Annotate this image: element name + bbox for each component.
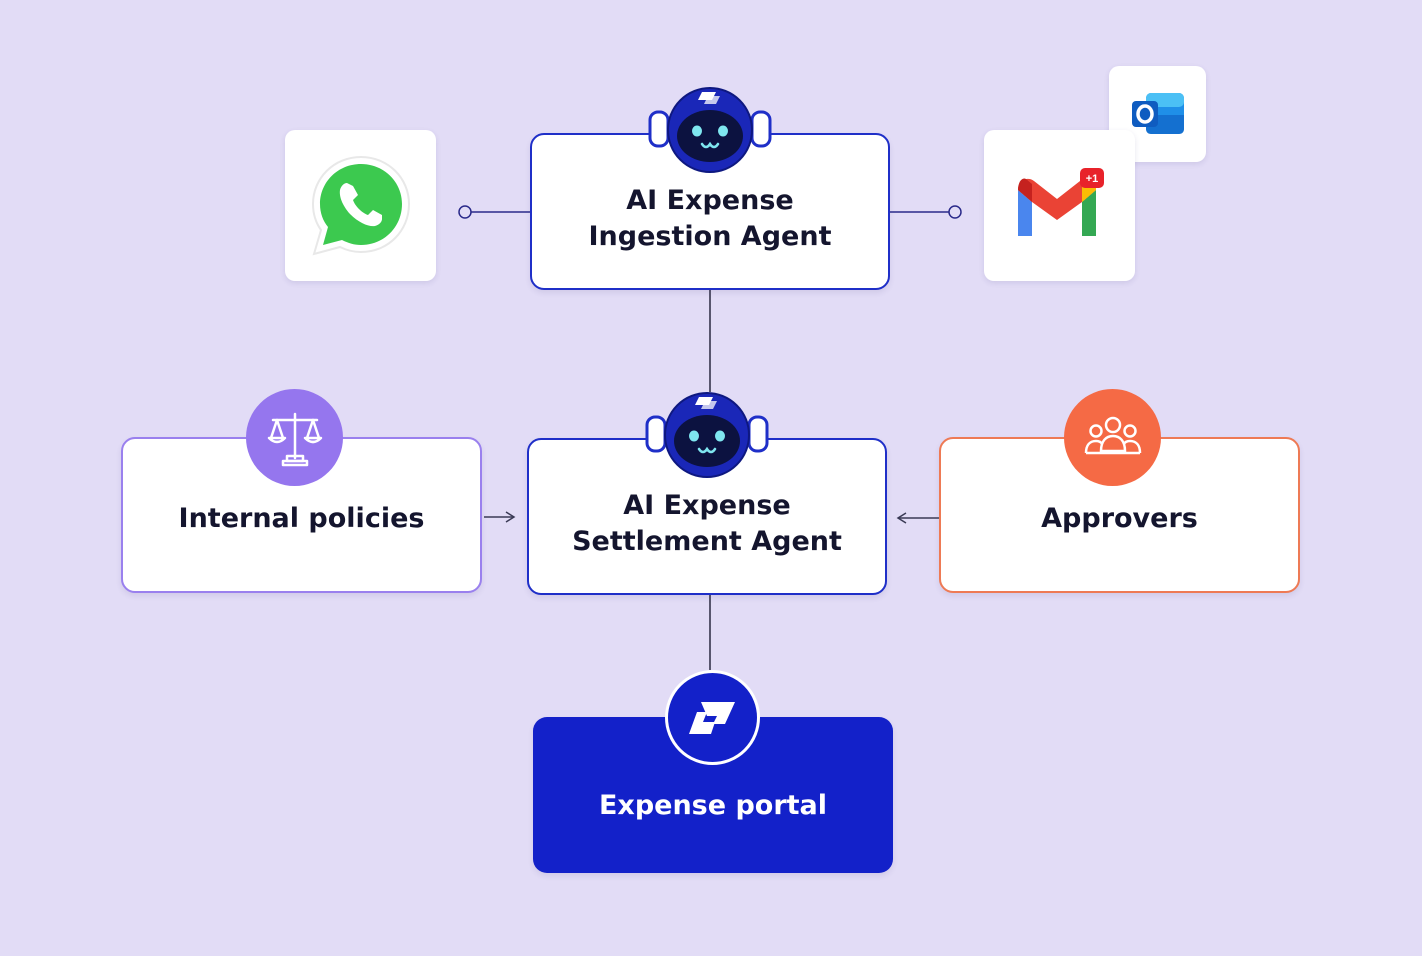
outlook-icon: [1131, 93, 1184, 134]
expense-portal-label: Expense portal: [598, 789, 828, 821]
policies-badge: [246, 389, 343, 486]
ingestion-agent-node[interactable]: AI Expense Ingestion Agent: [530, 133, 890, 290]
gmail-icon: +1: [1017, 167, 1104, 236]
settlement-agent-title-line2: Settlement Agent: [572, 525, 842, 557]
scales-icon: [267, 412, 322, 466]
gmail-tile[interactable]: +1: [984, 130, 1135, 281]
portal-logo-badge: [665, 670, 760, 765]
robot-icon: [645, 392, 769, 478]
ingestion-agent-title-line1: AI Expense: [626, 184, 794, 216]
notification-badge: +1: [1079, 167, 1104, 188]
settlement-agent-title-line1: AI Expense: [623, 489, 791, 521]
whatsapp-tile[interactable]: [285, 130, 436, 281]
svg-text:+1: +1: [1085, 173, 1098, 185]
internal-policies-label: Internal policies: [178, 502, 425, 534]
approvers-badge: [1064, 389, 1161, 486]
whatsapp-icon: [311, 155, 410, 255]
expense-portal-node[interactable]: Expense portal: [533, 717, 893, 873]
portal-logo-icon: [688, 701, 735, 734]
connector-gmail-ingestion: [890, 205, 962, 219]
people-group-icon: [1084, 416, 1141, 454]
approvers-label: Approvers: [1041, 502, 1198, 534]
connector-whatsapp-ingestion: [458, 205, 530, 219]
ingestion-agent-title-line2: Ingestion Agent: [588, 220, 832, 252]
robot-icon: [648, 87, 772, 173]
